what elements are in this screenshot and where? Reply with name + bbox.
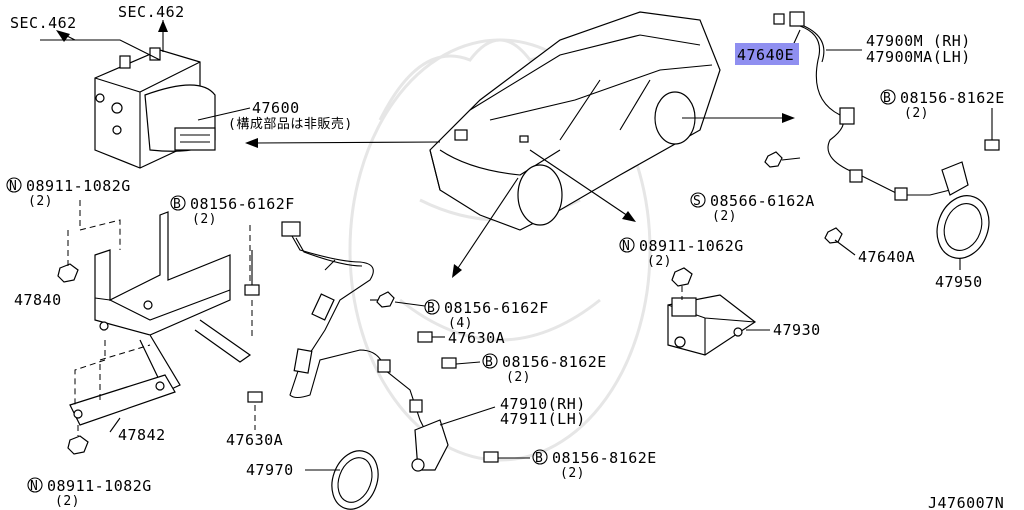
label-47970[interactable]: 47970 bbox=[246, 461, 294, 479]
label-08156-8162e-right[interactable]: 08156-8162E bbox=[900, 89, 1005, 107]
bracket-47840[interactable] bbox=[94, 211, 252, 393]
b-symbol: B bbox=[427, 301, 435, 316]
label-47640e[interactable]: 47640E bbox=[737, 46, 794, 64]
label-08156-6162f-top-qty: (2) bbox=[192, 212, 217, 227]
label-47900ma[interactable]: 47900MA(LH) bbox=[866, 48, 971, 66]
label-08911-1062g-qty: (2) bbox=[647, 254, 672, 269]
b-symbol: B bbox=[883, 91, 891, 106]
abs-actuator-47600[interactable] bbox=[40, 39, 216, 169]
label-08911-1082g-bot-qty: (2) bbox=[55, 494, 80, 509]
rear-sensor-harness-47900m[interactable] bbox=[773, 11, 969, 201]
n-circle-icon bbox=[619, 237, 635, 253]
bolt-rear-2[interactable] bbox=[764, 151, 783, 168]
s-symbol: S bbox=[693, 194, 701, 209]
s-circle-icon bbox=[690, 192, 706, 208]
n-symbol: N bbox=[30, 479, 38, 494]
g-sensor-47930[interactable] bbox=[667, 294, 757, 356]
label-08156-6162f-mid[interactable]: 08156-6162F bbox=[444, 299, 549, 317]
label-47950[interactable]: 47950 bbox=[935, 273, 983, 291]
bolt-rear-1[interactable] bbox=[984, 108, 1000, 151]
bolt-front-4[interactable] bbox=[247, 391, 263, 403]
label-47900m[interactable]: 47900M (RH) bbox=[866, 32, 971, 50]
label-47930[interactable]: 47930 bbox=[773, 321, 821, 339]
label-08911-1082g-bot[interactable]: 08911-1082G bbox=[47, 477, 152, 495]
bolt-left-mid[interactable] bbox=[244, 250, 260, 296]
b-symbol: B bbox=[173, 197, 181, 212]
nut-g-sensor[interactable] bbox=[671, 267, 693, 287]
bolt-front-2[interactable] bbox=[417, 331, 433, 343]
label-08156-6162f-mid-qty: (4) bbox=[448, 316, 473, 331]
car-body bbox=[429, 11, 721, 231]
front-sensor-harness[interactable] bbox=[281, 221, 449, 472]
label-47842[interactable]: 47842 bbox=[118, 426, 166, 444]
bolt-rear-3[interactable] bbox=[824, 227, 843, 244]
bolt-front-3[interactable] bbox=[441, 357, 457, 369]
label-08156-8162e-bot[interactable]: 08156-8162E bbox=[552, 449, 657, 467]
label-08156-8162e-right-qty: (2) bbox=[904, 106, 929, 121]
b-circle-icon bbox=[482, 353, 498, 369]
label-sec462-right[interactable]: SEC.462 bbox=[118, 3, 185, 21]
b-symbol: B bbox=[535, 451, 543, 466]
bolt-front-1[interactable] bbox=[370, 291, 395, 308]
label-08566-6162a-qty: (2) bbox=[712, 209, 737, 224]
b-symbol: B bbox=[485, 355, 493, 370]
b-circle-icon bbox=[532, 449, 548, 465]
diagram-code: J476007N bbox=[928, 494, 1004, 510]
highlight-47640e[interactable] bbox=[735, 43, 799, 65]
sensor-rotor-47970[interactable] bbox=[324, 444, 386, 510]
label-47640a[interactable]: 47640A bbox=[858, 248, 915, 266]
label-08156-8162e-bot-qty: (2) bbox=[560, 466, 585, 481]
label-sec462-left[interactable]: SEC.462 bbox=[10, 14, 77, 32]
n-circle-icon bbox=[6, 177, 22, 193]
label-47600-note: (構成部品は非販売) bbox=[228, 116, 353, 132]
sensor-rotor-47950[interactable] bbox=[929, 188, 998, 265]
label-47840[interactable]: 47840 bbox=[14, 291, 62, 309]
b-circle-icon bbox=[880, 89, 896, 105]
label-47630a-bot[interactable]: 47630A bbox=[226, 431, 283, 449]
bracket-47842[interactable] bbox=[69, 374, 176, 426]
label-08156-8162e-mid[interactable]: 08156-8162E bbox=[502, 353, 607, 371]
label-47911[interactable]: 47911(LH) bbox=[500, 410, 586, 428]
label-08156-8162e-mid-qty: (2) bbox=[506, 370, 531, 385]
label-08911-1062g[interactable]: 08911-1062G bbox=[639, 237, 744, 255]
n-circle-icon bbox=[27, 477, 43, 493]
b-circle-icon bbox=[424, 299, 440, 315]
label-08156-6162f-top[interactable]: 08156-6162F bbox=[190, 195, 295, 213]
nut-left-bottom[interactable] bbox=[67, 435, 89, 455]
label-08911-1082g-top[interactable]: 08911-1082G bbox=[26, 177, 131, 195]
label-08566-6162a[interactable]: 08566-6162A bbox=[710, 192, 815, 210]
b-circle-icon bbox=[170, 195, 186, 211]
label-47600[interactable]: 47600 bbox=[252, 99, 300, 117]
label-08911-1082g-top-qty: (2) bbox=[28, 194, 53, 209]
nut-left-top[interactable] bbox=[57, 263, 79, 283]
n-symbol: N bbox=[622, 239, 630, 254]
label-47630a-top[interactable]: 47630A bbox=[448, 329, 505, 347]
n-symbol: N bbox=[9, 179, 17, 194]
bolt-front-5[interactable] bbox=[483, 451, 499, 463]
label-47910[interactable]: 47910(RH) bbox=[500, 395, 586, 413]
